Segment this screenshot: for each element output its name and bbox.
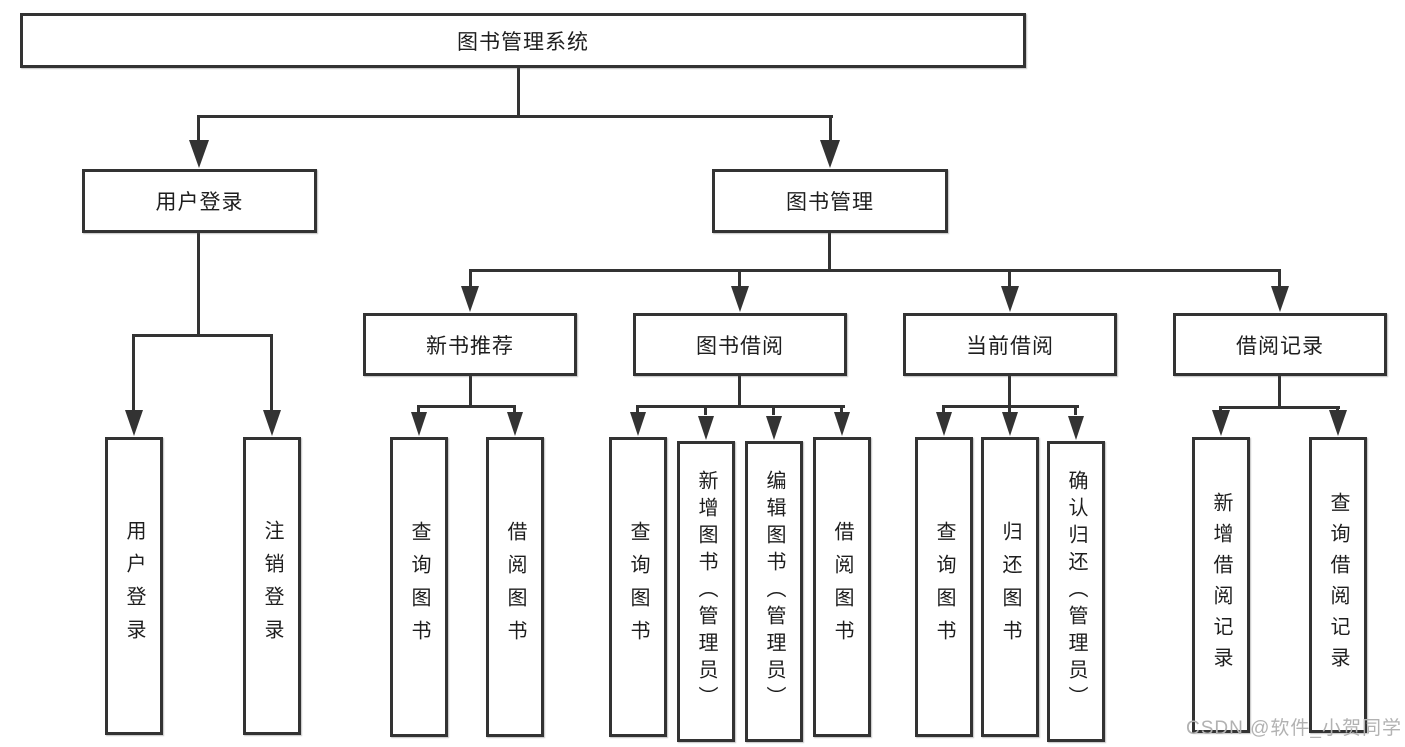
query-books-borrow-label: 查询图书 [627, 521, 649, 653]
arrowhead-down-icon [820, 140, 840, 168]
arrowhead-down-icon [731, 286, 749, 312]
user-login-leaf-box: 用户登录 [105, 437, 163, 735]
arrowhead-down-icon [506, 412, 523, 436]
borrowing-records-box: 借阅记录 [1173, 313, 1387, 376]
connector-line [270, 334, 273, 411]
connector-line [469, 269, 1281, 272]
query-books-recommend-label: 查询图书 [408, 521, 430, 653]
connector-line [197, 115, 833, 118]
arrowhead-down-icon [125, 410, 143, 436]
return-books-label: 归还图书 [999, 521, 1021, 653]
connector-line [197, 233, 200, 336]
user-login-module-label: 用户登录 [155, 191, 244, 214]
arrowhead-down-icon [1271, 286, 1289, 312]
connector-line [738, 269, 741, 287]
book-management-module-label: 图书管理 [786, 191, 874, 214]
book-borrowing-box: 图书借阅 [633, 313, 847, 376]
confirm-return-admin-box: 确认归还（管理员） [1047, 441, 1105, 742]
edit-books-admin-box: 编辑图书（管理员） [745, 441, 803, 742]
connector-line [132, 334, 273, 337]
add-books-admin-box: 新增图书（管理员） [677, 441, 735, 742]
connector-line [1074, 405, 1077, 415]
arrowhead-down-icon [1329, 410, 1347, 436]
connector-line [513, 405, 516, 415]
arrowhead-down-icon [1212, 410, 1230, 436]
connector-line [1008, 269, 1011, 287]
query-borrow-record-label: 查询借阅记录 [1327, 492, 1349, 678]
edit-books-admin-label: 编辑图书（管理员） [763, 470, 785, 713]
connector-line [1278, 376, 1281, 408]
arrowhead-down-icon [1001, 412, 1018, 436]
query-books-recommend-box: 查询图书 [390, 437, 448, 737]
csdn-watermark: CSDN @软件_小贺同学 [1186, 718, 1402, 739]
system-root-label: 图书管理系统 [457, 30, 589, 54]
new-book-recommendation-label: 新书推荐 [426, 334, 514, 358]
arrowhead-down-icon [1067, 416, 1084, 440]
arrowhead-down-icon [1001, 286, 1019, 312]
current-borrowing-label: 当前借阅 [966, 334, 1054, 358]
arrowhead-down-icon [629, 412, 646, 436]
arrowhead-down-icon [461, 286, 479, 312]
connector-line [738, 376, 741, 407]
book-management-module-box: 图书管理 [712, 169, 948, 233]
connector-line [1219, 406, 1340, 409]
logout-leaf-box: 注销登录 [243, 437, 301, 735]
new-book-recommendation-box: 新书推荐 [363, 313, 577, 376]
connector-line [772, 405, 775, 415]
query-borrow-record-box: 查询借阅记录 [1309, 437, 1367, 733]
connector-line [1008, 376, 1011, 407]
user-login-leaf-label: 用户登录 [123, 520, 145, 652]
connector-line [636, 405, 845, 408]
connector-line [469, 269, 472, 287]
current-borrowing-box: 当前借阅 [903, 313, 1117, 376]
user-login-module-box: 用户登录 [82, 169, 317, 233]
borrowing-records-label: 借阅记录 [1236, 334, 1324, 358]
system-root-box: 图书管理系统 [20, 13, 1026, 68]
connector-line [132, 334, 135, 411]
connector-line [1008, 405, 1011, 415]
connector-line [829, 115, 832, 143]
return-books-box: 归还图书 [981, 437, 1039, 737]
arrowhead-down-icon [410, 412, 427, 436]
connector-line [840, 405, 843, 415]
connector-line [469, 376, 472, 407]
arrowhead-down-icon [263, 410, 281, 436]
arrowhead-down-icon [189, 140, 209, 168]
borrow-books-recommend-label: 借阅图书 [504, 521, 526, 653]
connector-line [942, 405, 945, 415]
add-borrow-record-label: 新增借阅记录 [1210, 492, 1232, 678]
arrowhead-down-icon [935, 412, 952, 436]
query-books-current-box: 查询图书 [915, 437, 973, 737]
connector-line [517, 67, 520, 118]
connector-line [1278, 269, 1281, 287]
confirm-return-admin-label: 确认归还（管理员） [1065, 470, 1087, 713]
arrowhead-down-icon [765, 416, 782, 440]
query-books-borrow-box: 查询图书 [609, 437, 667, 737]
connector-line [417, 405, 420, 415]
query-books-current-label: 查询图书 [933, 521, 955, 653]
connector-line [417, 405, 516, 408]
book-borrowing-label: 图书借阅 [696, 334, 784, 358]
add-books-admin-label: 新增图书（管理员） [695, 470, 717, 713]
connector-line [197, 115, 200, 143]
logout-leaf-label: 注销登录 [261, 520, 283, 652]
arrowhead-down-icon [833, 412, 850, 436]
borrow-books-borrow-label: 借阅图书 [831, 521, 853, 653]
connector-line [828, 233, 831, 272]
add-borrow-record-box: 新增借阅记录 [1192, 437, 1250, 733]
connector-line [636, 405, 639, 415]
arrowhead-down-icon [697, 416, 714, 440]
connector-line [704, 405, 707, 415]
borrow-books-borrow-box: 借阅图书 [813, 437, 871, 737]
borrow-books-recommend-box: 借阅图书 [486, 437, 544, 737]
